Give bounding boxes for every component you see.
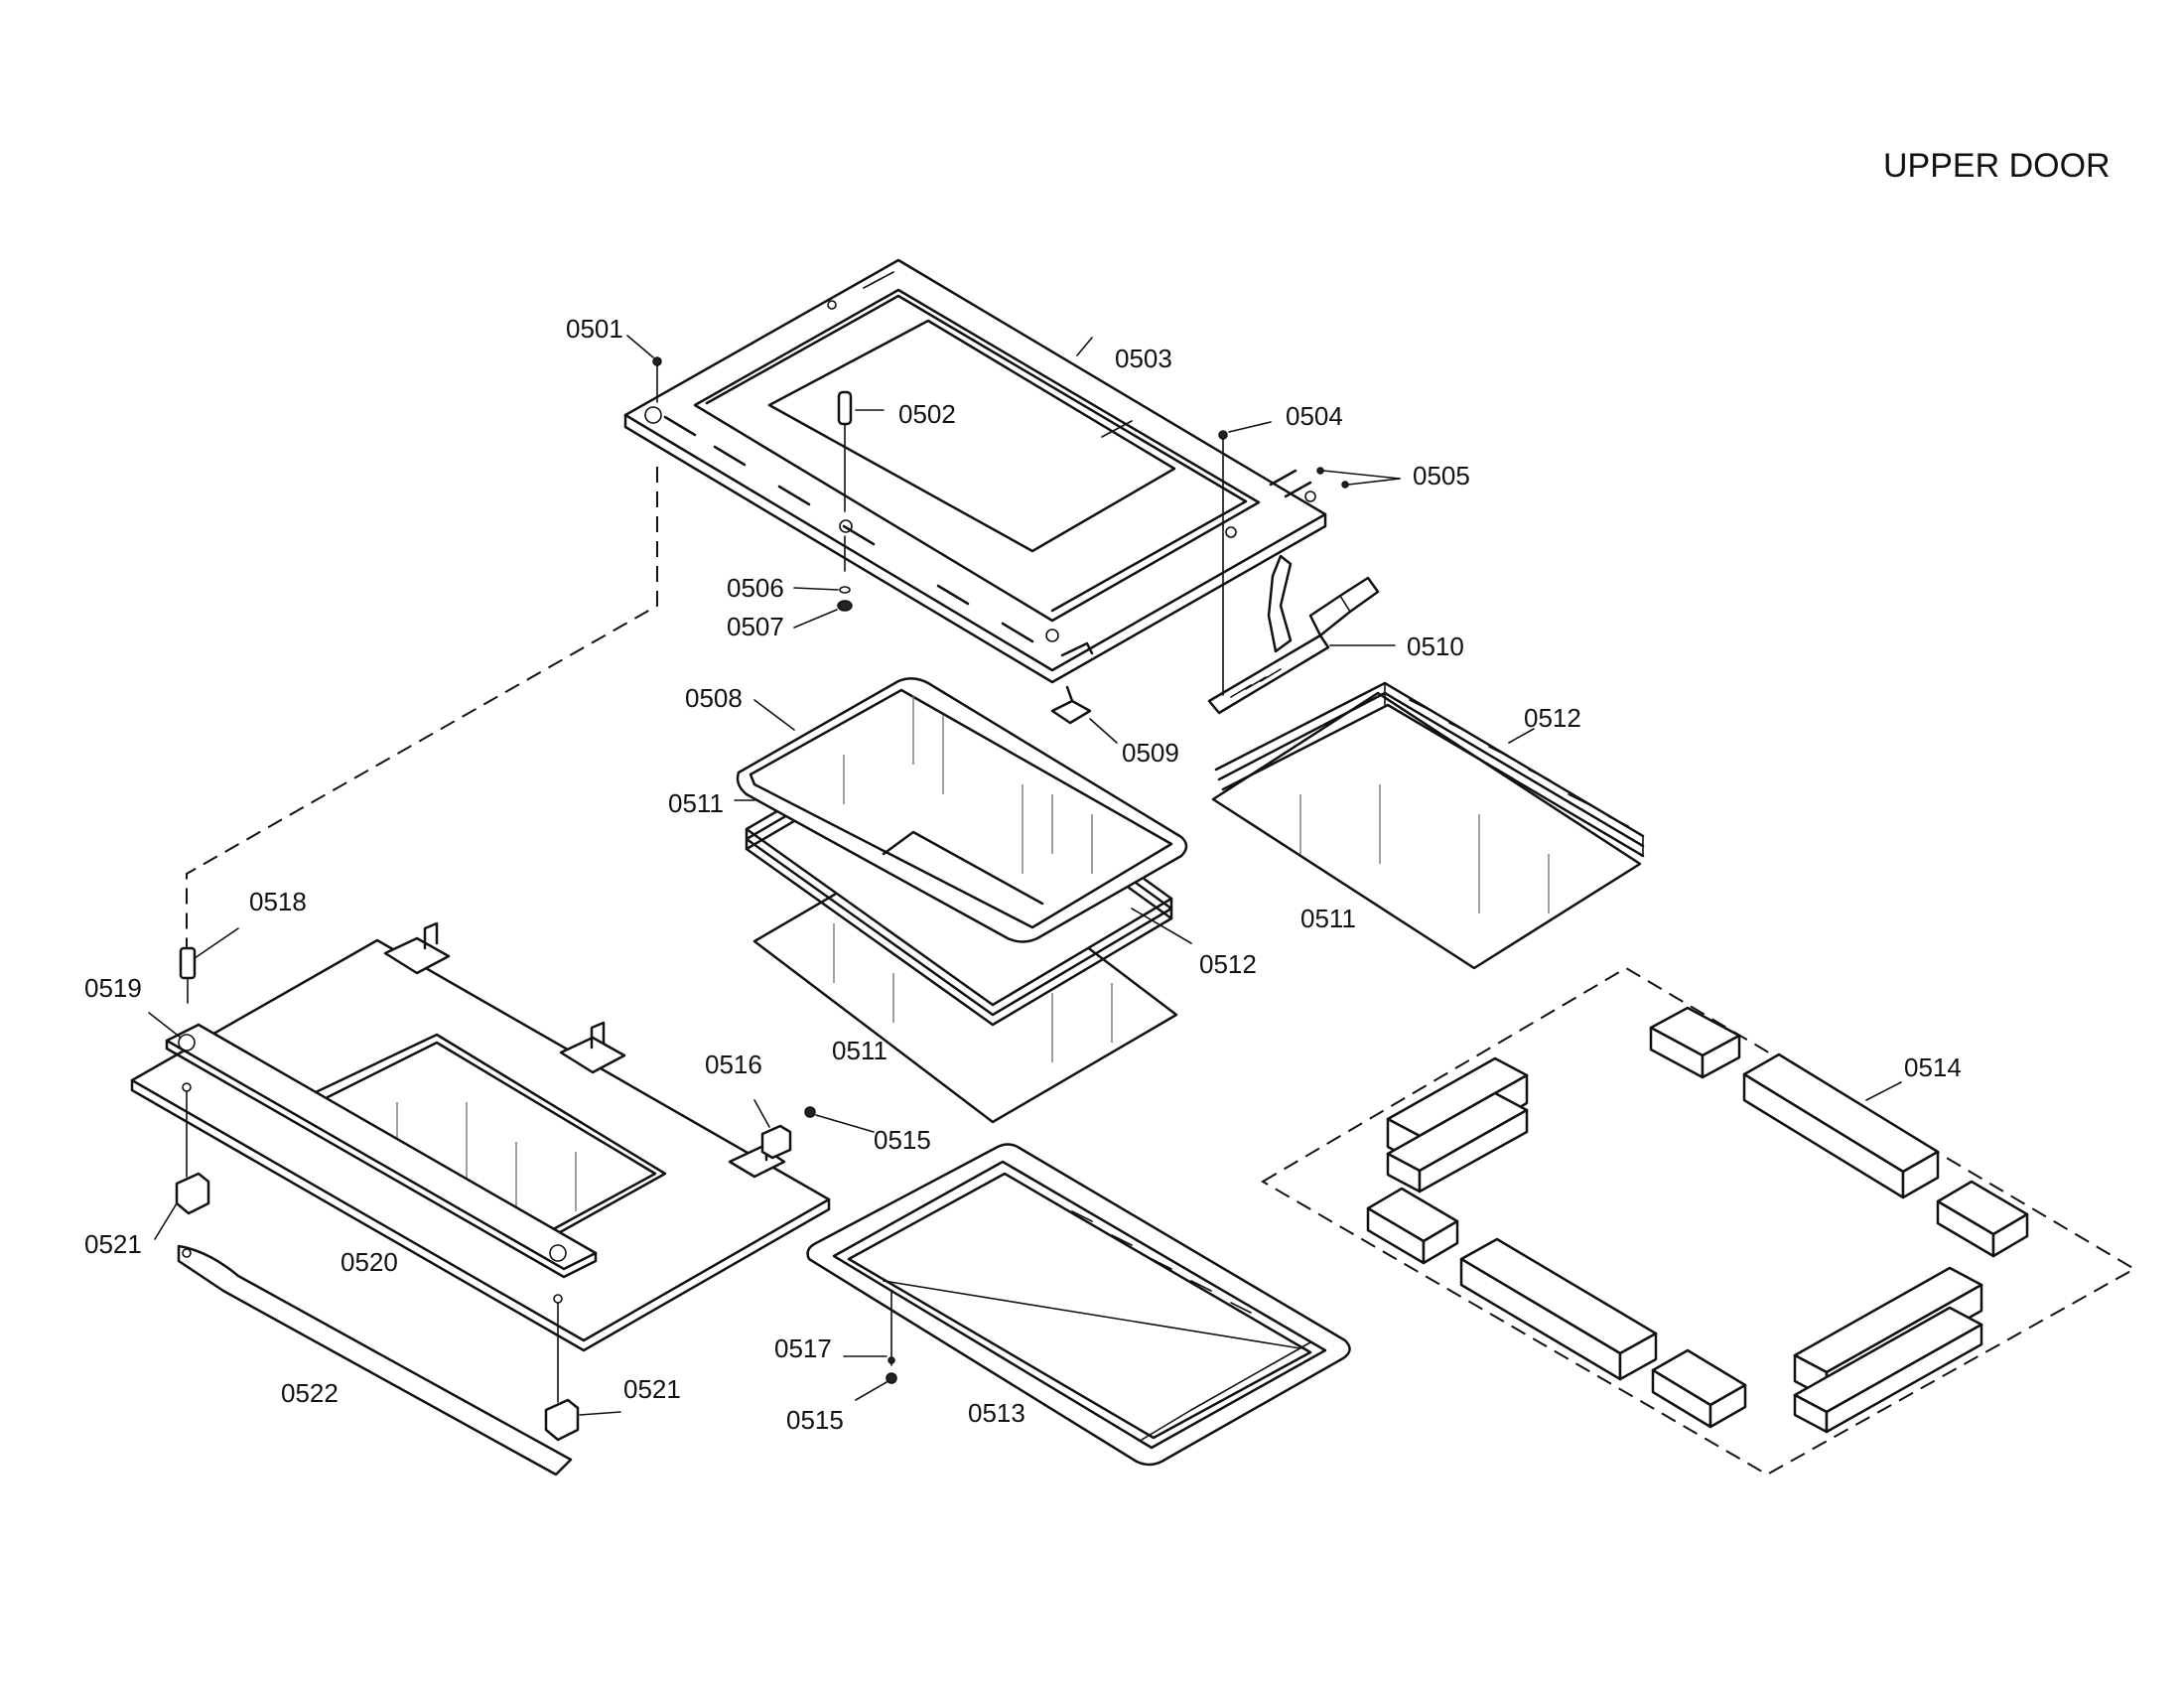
clip-0509 <box>1050 685 1118 744</box>
label-0514: 0514 <box>1904 1052 1962 1082</box>
label-0508: 0508 <box>685 683 743 713</box>
label-0518: 0518 <box>249 887 307 916</box>
label-0522: 0522 <box>281 1378 339 1408</box>
label-0505: 0505 <box>1413 461 1470 491</box>
label-0501: 0501 <box>566 314 623 344</box>
glass-right <box>1211 681 1645 970</box>
label-0515-upper: 0515 <box>874 1125 931 1155</box>
label-0521-left: 0521 <box>84 1229 142 1259</box>
label-0519: 0519 <box>84 973 142 1003</box>
screw-0504 <box>1218 421 1272 527</box>
label-0512-center: 0512 <box>1199 949 1257 979</box>
label-0517: 0517 <box>774 1333 832 1363</box>
label-0506: 0506 <box>727 573 784 603</box>
hinge-0510 <box>1207 525 1396 715</box>
label-0504: 0504 <box>1286 401 1343 431</box>
label-0503: 0503 <box>1115 344 1172 373</box>
label-0512-right: 0512 <box>1524 703 1581 733</box>
label-0521-right: 0521 <box>623 1374 681 1404</box>
washer-nut-0506-0507 <box>793 586 853 629</box>
screws-0517-0515 <box>843 1290 897 1401</box>
handle-mounts-0521 <box>154 1091 621 1442</box>
label-0507: 0507 <box>727 612 784 641</box>
spacer-0518 <box>179 927 239 1004</box>
glass-stack-center <box>736 677 1188 1124</box>
stud-0502 <box>837 390 885 572</box>
label-0511-top: 0511 <box>668 788 724 818</box>
leader-0503 <box>1076 337 1093 356</box>
leaders-center <box>734 699 1192 944</box>
alignment-dashed-line <box>186 467 658 948</box>
pins-0505 <box>1316 467 1401 489</box>
spacer-blocks-0514 <box>1261 966 2137 1476</box>
label-0502: 0502 <box>898 399 956 429</box>
handle-0522 <box>177 1244 573 1476</box>
screw-0501 <box>626 335 662 403</box>
bracket-screw-0516-0515 <box>753 1099 875 1160</box>
label-0509: 0509 <box>1122 738 1179 768</box>
frame-0513 <box>806 1143 1351 1467</box>
label-0513: 0513 <box>968 1398 1025 1428</box>
label-0510: 0510 <box>1407 632 1464 661</box>
label-0511-right: 0511 <box>1300 904 1356 933</box>
outer-door-panel-0520 <box>130 921 831 1352</box>
label-0520: 0520 <box>341 1247 398 1277</box>
label-0515-lower: 0515 <box>786 1405 844 1435</box>
label-0511-bottom: 0511 <box>832 1036 887 1065</box>
diagram-title: UPPER DOOR <box>1883 147 2111 185</box>
label-0516: 0516 <box>705 1050 762 1079</box>
inner-door-panel-0503 <box>623 258 1327 684</box>
